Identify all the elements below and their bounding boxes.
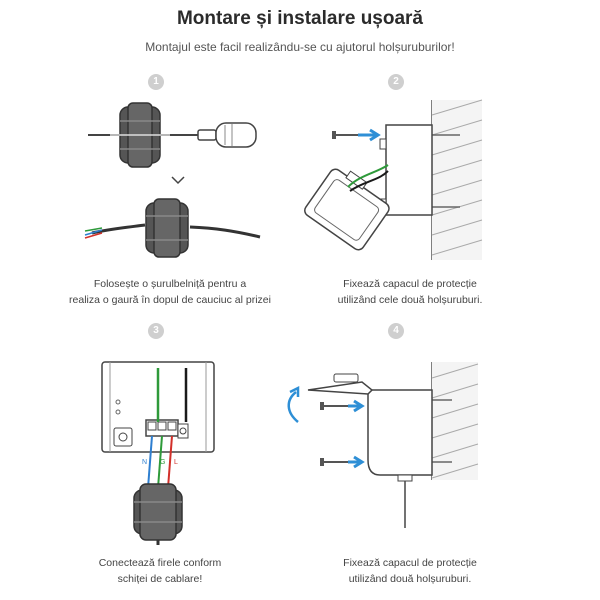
wire-icon <box>147 368 188 505</box>
wall-icon <box>431 362 479 480</box>
arrow-right-icon <box>348 399 365 413</box>
step-3-caption-line-2: schiței de cablare! <box>117 573 203 585</box>
wall-icon <box>431 99 483 260</box>
step-3-caption: Conectează firele conform schiței de cab… <box>40 555 280 587</box>
cover-icon <box>304 168 390 251</box>
socket-box-icon <box>307 373 433 528</box>
wire-label-g: G <box>160 459 165 466</box>
arrow-right-icon <box>358 128 381 142</box>
chevron-down-icon <box>171 176 185 185</box>
arrow-right-icon <box>348 455 365 469</box>
rotate-arrow-icon <box>287 391 299 423</box>
socket-box-icon <box>379 124 433 216</box>
step-3-caption-line-1: Conectează firele conform <box>98 557 222 569</box>
step-3-illustration: N G L <box>101 361 215 545</box>
step-1-illustration <box>84 102 261 258</box>
step-2-caption-line-2: utilizând cele două holșuruburi. <box>337 294 483 306</box>
screw-icon <box>320 458 348 466</box>
page-subtitle: Montajul este facil realizându-se cu aju… <box>145 40 455 54</box>
cable-icon <box>84 223 261 239</box>
step-1-caption: Folosește o șurulbelniță pentru a realiz… <box>50 276 290 308</box>
step-1-caption-line-1: Folosește o șurulbelniță pentru a <box>93 278 247 290</box>
step-2-badge: 2 <box>388 74 404 90</box>
step-2-caption: Fixează capacul de protecție utilizând c… <box>290 276 530 308</box>
step-4-illustration <box>287 362 479 528</box>
step-1-caption-line-2: realiza o gaură în dopul de cauciuc al p… <box>69 294 271 306</box>
step-2-caption-line-1: Fixează capacul de protecție <box>343 278 477 290</box>
wire-label-l: L <box>174 459 178 466</box>
step-1-badge: 1 <box>148 74 164 90</box>
step-3-badge: 3 <box>148 323 164 339</box>
step-4-caption-line-2: utilizând două holșuruburi. <box>348 573 472 585</box>
step-4-badge: 4 <box>388 323 404 339</box>
screw-icon <box>332 131 358 139</box>
step-4-caption: Fixează capacul de protecție utilizând d… <box>290 555 530 587</box>
rubber-grommet-icon <box>145 198 189 258</box>
wire-label-n: N <box>142 459 147 466</box>
screw-icon <box>320 402 348 410</box>
rubber-grommet-icon <box>110 102 170 168</box>
step-2-illustration <box>304 99 483 260</box>
rubber-grommet-icon <box>133 483 183 545</box>
page-title: Montare și instalare ușoară <box>176 8 424 29</box>
step-4-caption-line-1: Fixează capacul de protecție <box>343 557 477 569</box>
